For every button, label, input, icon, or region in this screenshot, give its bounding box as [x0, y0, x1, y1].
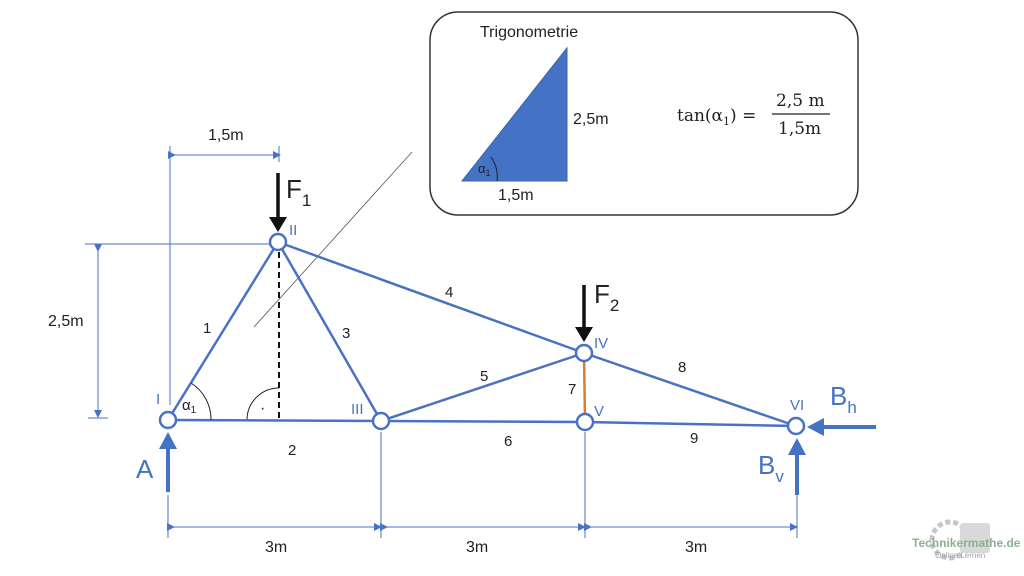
svg-text:Bv: Bv	[758, 450, 784, 486]
tan-formula: tan(α1) = 2,5 m 1,5m	[677, 91, 830, 139]
alpha-arc	[190, 382, 212, 421]
node-I	[158, 410, 178, 430]
inset-triangle	[460, 46, 568, 182]
node-III	[371, 411, 391, 431]
svg-text:Bh: Bh	[830, 381, 857, 417]
member-label-4: 4	[445, 284, 453, 301]
right-angle-arc	[246, 387, 280, 421]
member-5	[380, 351, 585, 423]
node-label-V: V	[594, 403, 604, 420]
reaction-Bv: Bv	[758, 438, 806, 495]
member-label-2: 2	[288, 442, 296, 459]
member-label-3: 3	[342, 325, 350, 342]
dimension-lines: 1,5m 2,5m 3m 3m 3m	[48, 127, 798, 556]
svg-text:A: A	[136, 454, 154, 484]
member-4	[277, 240, 585, 355]
formula-numerator: 2,5 m	[776, 91, 825, 111]
dim-span-3: 3m	[685, 539, 707, 556]
member-label-9: 9	[690, 430, 698, 447]
inset-base-label: 1,5m	[498, 187, 534, 204]
inset-title: Trigonometrie	[480, 24, 578, 41]
inset-angle: α1	[478, 161, 491, 178]
member-label-1: 1	[203, 320, 211, 337]
watermark-logo: Technikermathe.de Online Lernen	[912, 519, 1021, 561]
dim-top-width: 1,5m	[208, 127, 244, 144]
member-3	[276, 241, 383, 422]
alpha-label: α1	[182, 397, 197, 416]
member-label-6: 6	[504, 433, 512, 450]
member-label-5: 5	[480, 368, 488, 385]
inset-height-label: 2,5m	[573, 111, 609, 128]
watermark-text: Technikermathe.de	[912, 536, 1021, 550]
truss-members	[166, 240, 797, 428]
reaction-Bh: Bh	[807, 381, 876, 436]
node-label-IV: IV	[594, 335, 608, 352]
right-angle-dot: ·	[260, 400, 265, 417]
member-1	[166, 241, 280, 421]
svg-text:tan(α1) =: tan(α1) =	[677, 106, 756, 128]
member-8	[583, 351, 797, 428]
node-label-II: II	[289, 222, 297, 239]
node-label-III: III	[351, 401, 364, 418]
callout-line	[253, 151, 413, 328]
trigonometry-inset: Trigonometrie α1 2,5m 1,5m tan(α1) = 2,5…	[429, 11, 859, 216]
dim-span-2: 3m	[466, 539, 488, 556]
member-6	[380, 419, 586, 424]
force-F1: F1	[269, 173, 311, 232]
node-label-VI: VI	[790, 397, 804, 414]
member-label-7: 7	[568, 381, 576, 398]
node-II	[268, 232, 288, 252]
member-label-8: 8	[678, 359, 686, 376]
node-label-I: I	[156, 391, 160, 408]
svg-text:F2: F2	[594, 279, 619, 315]
force-F2: F2	[575, 279, 619, 342]
node-V	[575, 412, 595, 432]
dim-span-1: 3m	[265, 539, 287, 556]
formula-denominator: 1,5m	[778, 119, 821, 139]
member-2	[167, 418, 382, 423]
member-9	[584, 420, 797, 428]
dim-height: 2,5m	[48, 313, 84, 330]
member-7	[582, 352, 587, 423]
node-VI	[786, 416, 806, 436]
watermark-subtext: Online Lernen	[935, 551, 985, 560]
svg-text:F1: F1	[286, 174, 311, 210]
reaction-A: A	[136, 432, 177, 492]
node-IV	[574, 343, 594, 363]
